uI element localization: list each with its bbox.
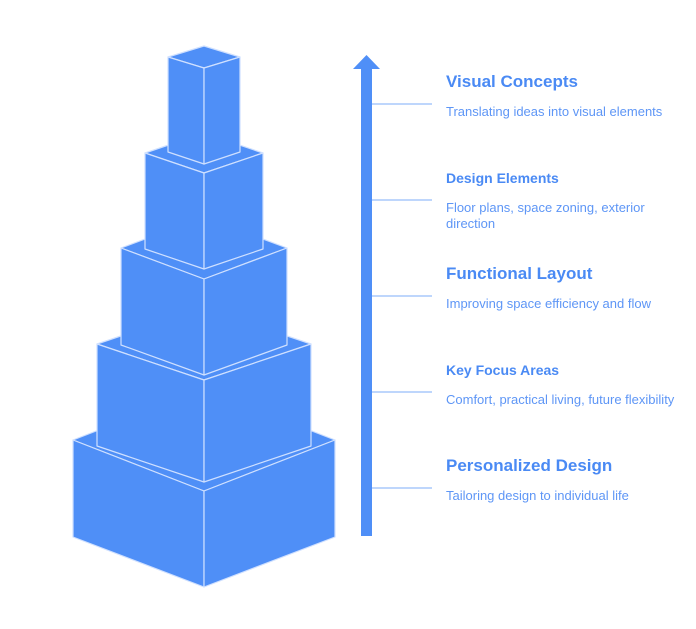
box-right-face-personalized-design xyxy=(203,439,336,588)
box-right-face-key-focus-areas xyxy=(203,343,312,483)
progress-arrow-shaft xyxy=(361,68,372,536)
box-right-face-design-elements xyxy=(203,152,264,270)
level-key-focus-areas: Key Focus Areas Comfort, practical livin… xyxy=(446,362,686,408)
arrow-up-icon xyxy=(353,55,380,69)
level-title: Functional Layout xyxy=(446,264,593,283)
level-personalized-design: Personalized Design Tailoring design to … xyxy=(446,456,686,504)
box-left-face-design-elements xyxy=(144,152,205,270)
level-description: Comfort, practical living, future flexib… xyxy=(446,392,675,407)
level-title: Personalized Design xyxy=(446,456,613,475)
level-title: Key Focus Areas xyxy=(446,362,560,378)
level-description: Floor plans, space zoning, exterior dire… xyxy=(446,200,645,231)
level-functional-layout: Functional Layout Improving space effici… xyxy=(446,264,686,312)
level-description: Improving space efficiency and flow xyxy=(446,296,651,311)
level-design-elements: Design Elements Floor plans, space zonin… xyxy=(446,170,686,232)
level-title: Visual Concepts xyxy=(446,72,578,91)
level-title: Design Elements xyxy=(446,170,559,186)
box-right-face-visual-concepts xyxy=(203,56,241,165)
box-left-face-visual-concepts xyxy=(167,56,205,165)
level-description: Tailoring design to individual life xyxy=(446,488,629,503)
level-visual-concepts: Visual Concepts Translating ideas into v… xyxy=(446,72,686,120)
level-description: Translating ideas into visual elements xyxy=(446,104,663,119)
box-right-face-functional-layout xyxy=(203,247,288,376)
